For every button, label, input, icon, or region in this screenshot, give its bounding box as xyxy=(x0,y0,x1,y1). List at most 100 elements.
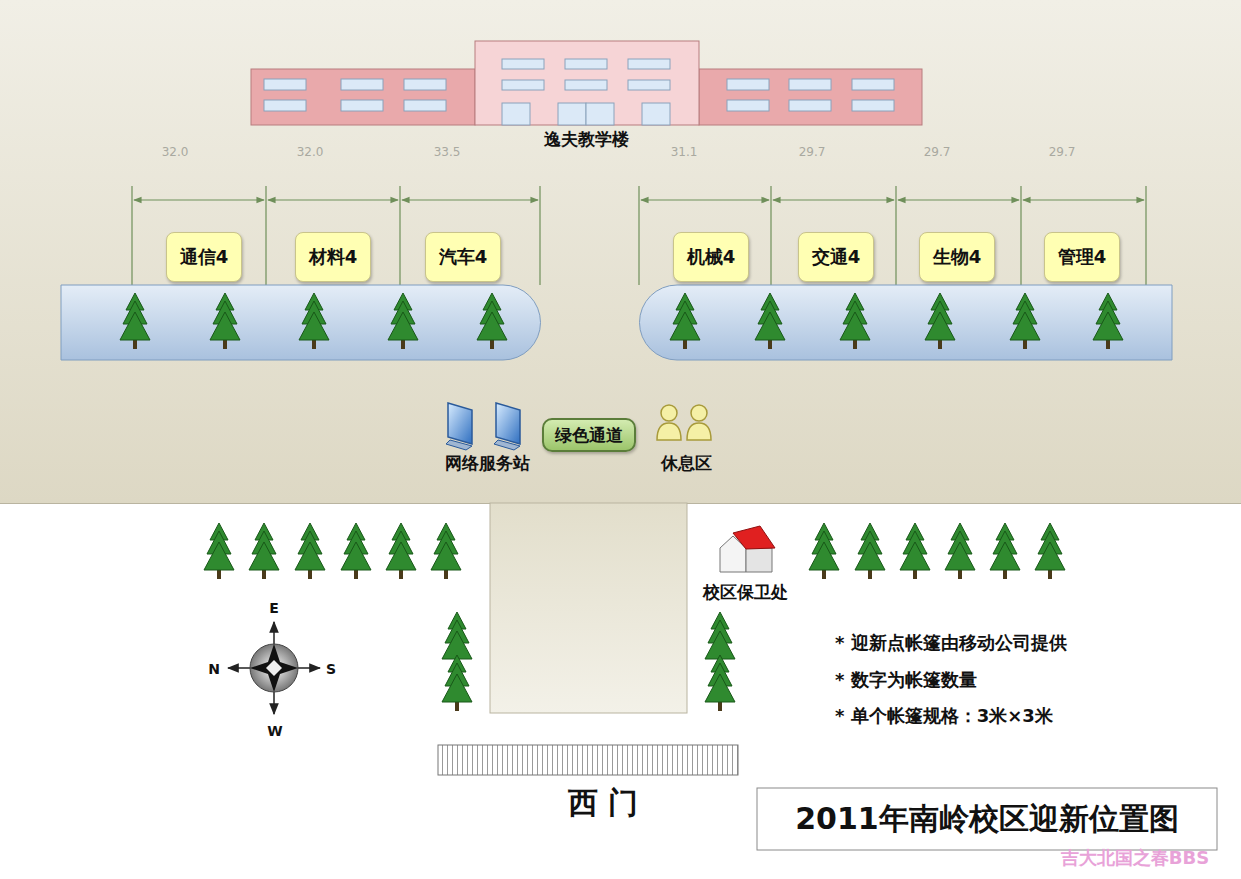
tree-crown xyxy=(840,312,870,340)
tree-icon xyxy=(431,523,461,579)
green-channel-box: 绿色通道 xyxy=(542,418,636,452)
tree-crown xyxy=(855,542,885,570)
compass xyxy=(228,622,320,714)
tree-crown xyxy=(299,312,329,340)
tree-icon xyxy=(755,293,785,349)
tent-box: 管理4 xyxy=(1044,232,1120,282)
trees xyxy=(120,293,1123,711)
guard-house xyxy=(720,526,775,572)
building-part-part xyxy=(341,79,383,90)
campus-ground xyxy=(0,0,1241,503)
building-part-part xyxy=(558,103,586,125)
building-part-part xyxy=(852,100,894,111)
dimension-lines-part xyxy=(1145,186,1146,285)
tree-icon xyxy=(925,293,955,349)
tree-icon xyxy=(477,293,507,349)
dimension-lines-part xyxy=(773,199,894,200)
rest-area-icon-part xyxy=(657,423,681,440)
node-text: 管理4 xyxy=(1058,245,1107,269)
tree-crown xyxy=(249,542,279,570)
tree-icon xyxy=(120,293,150,349)
building-part-part xyxy=(565,80,607,90)
building-part-part xyxy=(264,79,306,90)
dimension-lines-part xyxy=(399,186,400,285)
node-text: 机械4 xyxy=(687,245,736,269)
dimension-lines-part xyxy=(131,186,132,285)
tree-icon xyxy=(341,523,371,579)
dimension-number: 33.5 xyxy=(434,145,461,159)
compass-part xyxy=(273,690,275,714)
building-part xyxy=(264,59,894,125)
place-label: 休息区 xyxy=(661,452,712,475)
node-text: 绿色通道 xyxy=(555,424,623,447)
compass-letter: S xyxy=(326,661,336,677)
rest-area-icon-part xyxy=(661,405,677,421)
tree-crown xyxy=(945,542,975,570)
node-text: 材料4 xyxy=(309,245,358,269)
tree-icon xyxy=(386,523,416,579)
dimension-number: 29.7 xyxy=(924,145,951,159)
network-icon-part xyxy=(448,403,472,444)
rest-area-icon xyxy=(657,405,711,440)
tree-icon xyxy=(945,523,975,579)
tree-crown xyxy=(925,312,955,340)
dimension-lines-part xyxy=(402,199,538,200)
tree-crown xyxy=(477,312,507,340)
tree-icon xyxy=(442,655,472,711)
tree-crown xyxy=(990,542,1020,570)
place-label: 网络服务站 xyxy=(445,452,530,475)
tree-icon xyxy=(705,655,735,711)
dimension-number: 32.0 xyxy=(297,145,324,159)
building-part-part xyxy=(642,103,670,125)
tree-icon xyxy=(1010,293,1040,349)
tree-crown xyxy=(204,542,234,570)
building-part-part xyxy=(565,59,607,69)
tree-crown xyxy=(705,674,735,702)
tree-icon xyxy=(299,293,329,349)
tree-crown xyxy=(755,312,785,340)
node-text: 逸夫教学楼 xyxy=(544,128,629,151)
tree-icon xyxy=(204,523,234,579)
dimension-lines-part xyxy=(539,186,540,285)
tent-box: 机械4 xyxy=(673,232,749,282)
tree-icon xyxy=(670,293,700,349)
network-icon xyxy=(446,403,520,450)
node-text: 汽车4 xyxy=(439,245,488,269)
tree-crown xyxy=(1093,312,1123,340)
building-part-part xyxy=(628,59,670,69)
dimension-lines-part xyxy=(770,186,771,285)
compass-part xyxy=(250,644,298,692)
dimension-number: 29.7 xyxy=(799,145,826,159)
tree-icon xyxy=(210,293,240,349)
building-part-part xyxy=(852,79,894,90)
title-frame xyxy=(757,788,1217,850)
tree-icon xyxy=(249,523,279,579)
node-text: 交通4 xyxy=(812,245,861,269)
building-part-part xyxy=(502,80,544,90)
building-part-part xyxy=(502,103,530,125)
dimension-lines-part xyxy=(638,186,639,285)
building-part-part xyxy=(404,100,446,111)
tree-crown xyxy=(431,542,461,570)
building-part-part xyxy=(404,79,446,90)
tree-crown xyxy=(1035,542,1065,570)
tree-crown xyxy=(809,542,839,570)
tent-box: 交通4 xyxy=(798,232,874,282)
building-part-part xyxy=(264,100,306,111)
building-part xyxy=(475,41,699,125)
tent-box: 通信4 xyxy=(166,232,242,282)
tree-icon xyxy=(809,523,839,579)
network-icon-part xyxy=(446,440,472,450)
entrance-road xyxy=(490,503,687,713)
dimension-lines xyxy=(132,186,1146,285)
dimension-number: 29.7 xyxy=(1049,145,1076,159)
tree-crown xyxy=(120,312,150,340)
tent-box: 材料4 xyxy=(295,232,371,282)
tree-band xyxy=(61,285,541,360)
compass-part xyxy=(296,667,320,669)
compass-letter: N xyxy=(208,661,220,677)
gate xyxy=(438,745,738,775)
guard-house-part xyxy=(733,526,775,549)
building-part-part xyxy=(341,100,383,111)
tent-box: 汽车4 xyxy=(425,232,501,282)
